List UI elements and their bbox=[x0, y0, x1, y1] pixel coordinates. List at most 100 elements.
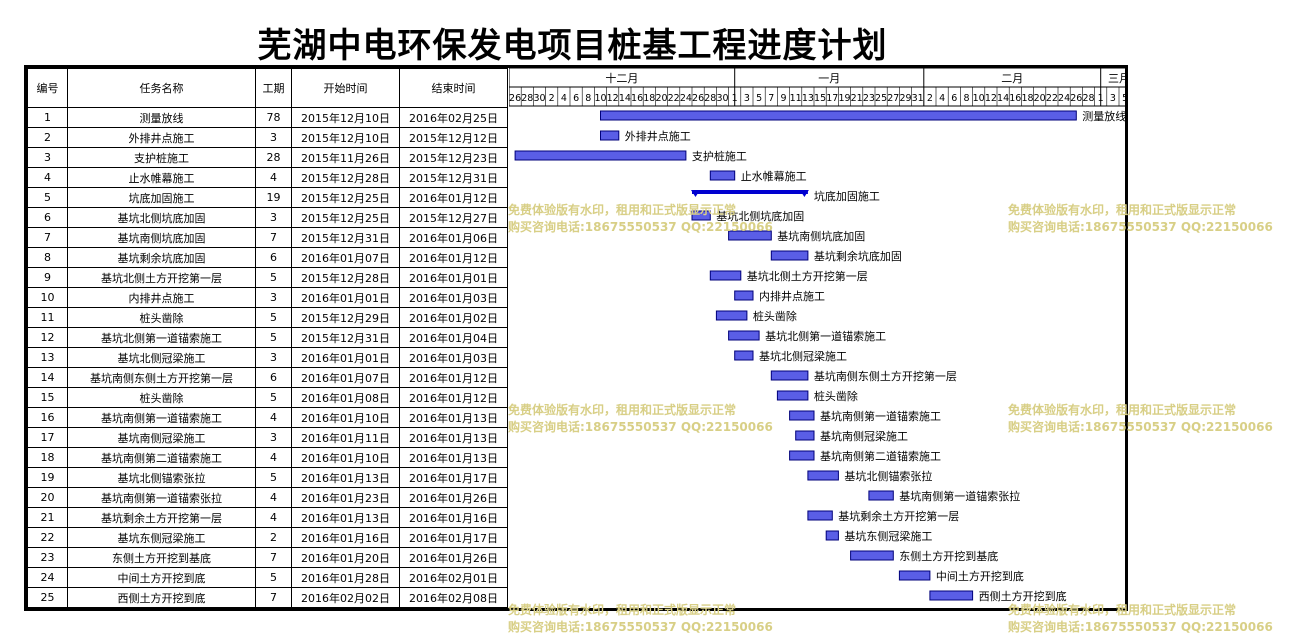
task-duration: 5 bbox=[255, 467, 292, 488]
col-header-id[interactable]: 编号 bbox=[27, 68, 68, 108]
task-name: 基坑北侧坑底加固 bbox=[67, 207, 256, 228]
task-bar-label: 基坑东侧冠梁施工 bbox=[844, 529, 932, 543]
task-name: 基坑南侧第一道锚索张拉 bbox=[67, 487, 256, 508]
task-name: 内排井点施工 bbox=[67, 287, 256, 308]
task-bar-label: 止水帷幕施工 bbox=[741, 169, 807, 183]
task-name: 基坑南侧冠梁施工 bbox=[67, 427, 256, 448]
task-duration: 7 bbox=[255, 547, 292, 568]
task-bar bbox=[795, 430, 815, 441]
task-duration: 4 bbox=[255, 447, 292, 468]
watermark-line: 免费体验版有水印，租用和正式版显示正常 bbox=[508, 203, 737, 217]
task-duration: 7 bbox=[255, 587, 292, 608]
task-name: 基坑剩余坑底加固 bbox=[67, 247, 256, 268]
task-bar bbox=[709, 270, 742, 281]
task-start: 2016年01月23日 bbox=[291, 487, 400, 508]
task-duration: 3 bbox=[255, 427, 292, 448]
day-label: 27 bbox=[887, 93, 899, 104]
task-id: 17 bbox=[27, 427, 68, 448]
task-bar bbox=[929, 590, 974, 601]
task-id: 25 bbox=[27, 587, 68, 608]
task-bar bbox=[691, 210, 711, 221]
task-duration: 5 bbox=[255, 567, 292, 588]
task-end: 2016年01月17日 bbox=[399, 467, 508, 488]
task-bar bbox=[825, 530, 839, 541]
task-end: 2016年02月01日 bbox=[399, 567, 508, 588]
task-bar bbox=[770, 250, 809, 261]
task-start: 2016年01月13日 bbox=[291, 467, 400, 488]
task-start: 2016年01月28日 bbox=[291, 567, 400, 588]
watermark-line: 免费体验版有水印，租用和正式版显示正常 bbox=[1008, 603, 1237, 617]
col-header-end[interactable]: 结束时间 bbox=[399, 68, 508, 108]
task-bar bbox=[807, 510, 833, 521]
task-duration: 78 bbox=[255, 107, 292, 128]
task-start: 2015年12月31日 bbox=[291, 227, 400, 248]
task-name: 中间土方开挖到底 bbox=[67, 567, 256, 588]
task-bar bbox=[807, 470, 839, 481]
task-id: 8 bbox=[27, 247, 68, 268]
col-header-start[interactable]: 开始时间 bbox=[291, 68, 400, 108]
task-bar-label: 基坑北侧第一道锚索施工 bbox=[765, 329, 886, 343]
watermark-line: 免费体验版有水印，租用和正式版显示正常 bbox=[1008, 403, 1237, 417]
day-label: 28 bbox=[521, 93, 533, 104]
task-start: 2016年01月20日 bbox=[291, 547, 400, 568]
task-id: 19 bbox=[27, 467, 68, 488]
col-header-task-name[interactable]: 任务名称 bbox=[67, 68, 256, 108]
task-bar-label: 基坑北侧坑底加固 bbox=[716, 209, 804, 223]
task-end: 2016年01月02日 bbox=[399, 307, 508, 328]
task-name: 基坑北侧锚索张拉 bbox=[67, 467, 256, 488]
task-duration: 3 bbox=[255, 287, 292, 308]
day-label: 24 bbox=[680, 93, 692, 104]
task-id: 1 bbox=[27, 107, 68, 128]
day-label: 31 bbox=[912, 93, 924, 104]
day-label: 15 bbox=[814, 93, 826, 104]
task-end: 2016年02月08日 bbox=[399, 587, 508, 608]
task-bar-label: 基坑剩余坑底加固 bbox=[814, 249, 902, 263]
task-start: 2016年01月10日 bbox=[291, 407, 400, 428]
task-start: 2015年12月31日 bbox=[291, 327, 400, 348]
day-label: 26 bbox=[692, 93, 704, 104]
day-label: 10 bbox=[594, 93, 606, 104]
col-header-duration[interactable]: 工期 bbox=[255, 68, 292, 108]
task-name: 桩头凿除 bbox=[67, 307, 256, 328]
task-bar-label: 基坑北侧冠梁施工 bbox=[759, 349, 847, 363]
day-label: 5 bbox=[756, 93, 762, 104]
watermark-line: 购买咨询电话:18675550537 QQ:22150066 bbox=[1008, 220, 1273, 234]
day-label: 13 bbox=[802, 93, 814, 104]
day-label: 16 bbox=[1009, 93, 1021, 104]
task-name: 止水帷幕施工 bbox=[67, 167, 256, 188]
month-label: 三月 bbox=[1108, 72, 1125, 85]
task-bar bbox=[728, 230, 772, 241]
task-id: 2 bbox=[27, 127, 68, 148]
task-id: 5 bbox=[27, 187, 68, 208]
watermark: 免费体验版有水印，租用和正式版显示正常 购买咨询电话:18675550537 Q… bbox=[1008, 402, 1273, 436]
task-start: 2015年12月28日 bbox=[291, 267, 400, 288]
table-header-row: 编号 任务名称 工期 开始时间 结束时间 bbox=[27, 68, 508, 108]
